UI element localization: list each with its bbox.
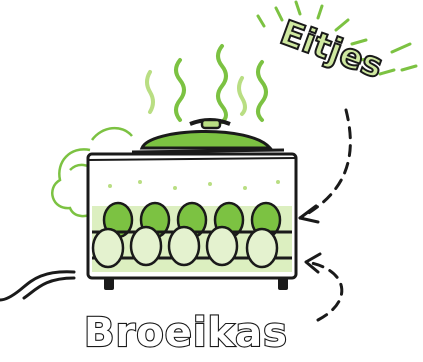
- arrow-to-incubator: [306, 254, 342, 320]
- arrow-to-eggs: [300, 110, 350, 222]
- power-cable: [0, 272, 74, 300]
- incubator-feet: [104, 278, 288, 290]
- broeikas-label: Broeikas: [84, 310, 288, 356]
- eitjes-label: Eitjes: [275, 13, 388, 87]
- steam-wisps: [147, 46, 266, 122]
- incubator-lid: [132, 120, 284, 152]
